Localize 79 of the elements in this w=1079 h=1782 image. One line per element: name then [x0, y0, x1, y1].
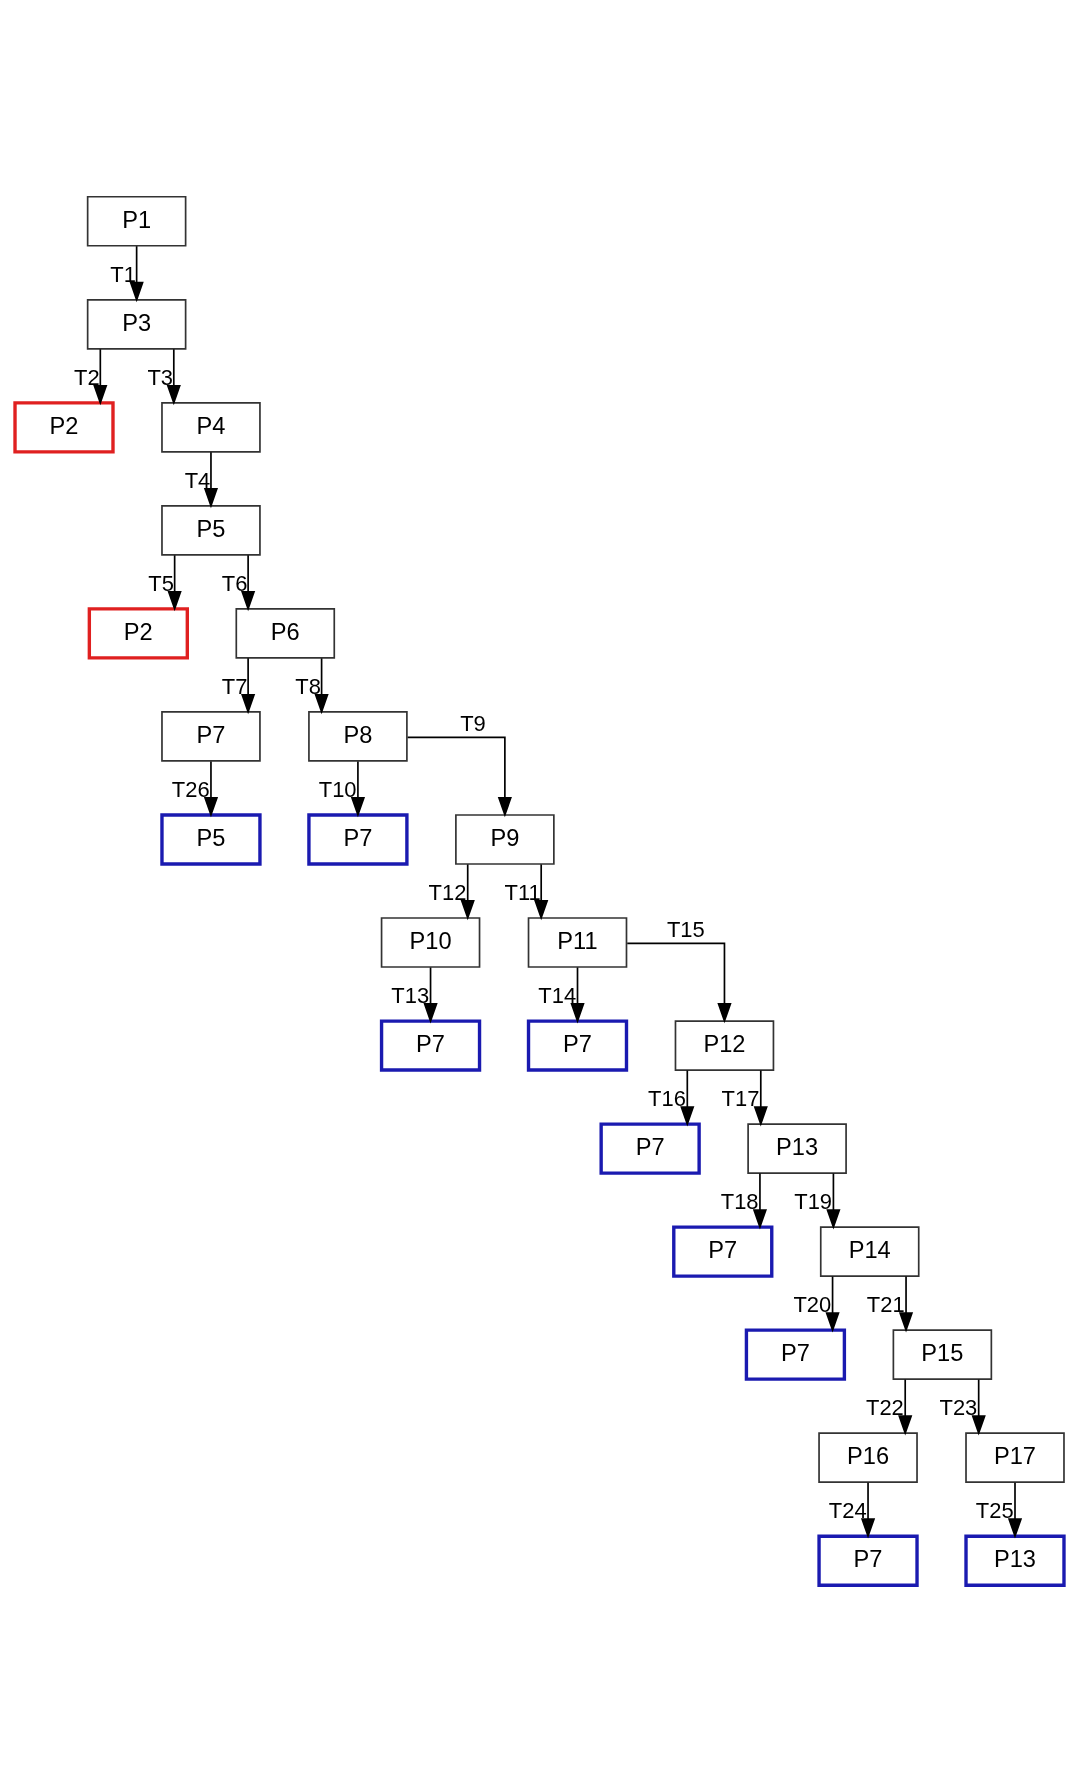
node-box: P7: [817, 1534, 919, 1587]
arrow: [680, 1069, 695, 1127]
edge-label: T21: [866, 1292, 905, 1318]
edge-label: T13: [391, 983, 430, 1009]
node-box: P6: [235, 608, 336, 659]
arrow: [752, 1172, 768, 1230]
arrow: [314, 657, 329, 715]
node-box: P13: [747, 1123, 847, 1174]
node-box: P13: [964, 1534, 1066, 1587]
edge-label: T20: [793, 1292, 832, 1318]
arrow: [753, 1069, 768, 1127]
edge-label: T7: [221, 674, 248, 700]
arrow: [203, 451, 219, 509]
node-box: P4: [161, 402, 261, 453]
edge-label: T3: [147, 365, 174, 391]
arrow: [241, 554, 256, 612]
node-box: P12: [674, 1020, 775, 1071]
node-box: P3: [86, 298, 187, 350]
node-box: P8: [308, 711, 408, 762]
arrow: [129, 245, 144, 303]
edge-label: T24: [828, 1498, 867, 1524]
arrow: [826, 1172, 841, 1230]
arrow: [93, 348, 108, 406]
arrow: [825, 1275, 840, 1333]
node-box: P16: [818, 1432, 918, 1484]
node-box: P7: [526, 1019, 629, 1072]
node-box: P7: [379, 1019, 482, 1072]
arrow: [241, 657, 256, 715]
arrow: [971, 1378, 986, 1436]
node-box: P7: [672, 1225, 774, 1278]
arrow: [460, 863, 475, 921]
arrow: [423, 966, 438, 1024]
edge-label: T23: [939, 1395, 978, 1421]
node-box: P2: [13, 401, 115, 454]
node-box: P11: [527, 917, 628, 968]
edge-label: T17: [721, 1086, 760, 1112]
node-box: P9: [455, 814, 555, 865]
node-box: P7: [744, 1328, 847, 1381]
node-box: P7: [599, 1122, 701, 1175]
edge-label: T19: [794, 1189, 833, 1215]
arrow: [898, 1275, 914, 1333]
edge-label: T16: [648, 1086, 686, 1112]
arrow: [1007, 1481, 1023, 1539]
edge-label: T4: [184, 468, 211, 494]
edge-label: T5: [148, 571, 174, 597]
node-box: P5: [160, 813, 262, 866]
arrow: [626, 942, 732, 1024]
node-box: P17: [965, 1432, 1065, 1484]
edge-label: T2: [74, 365, 100, 391]
edge-label: T25: [975, 1498, 1014, 1524]
arrow: [898, 1378, 913, 1436]
edge-label: T1: [110, 262, 136, 288]
arrow: [166, 348, 181, 406]
arrow: [203, 760, 219, 818]
edge-label: T9: [460, 711, 486, 737]
arrow: [406, 736, 512, 818]
node-box: P2: [87, 607, 189, 660]
arrow: [570, 966, 585, 1024]
edge-label: T12: [428, 880, 467, 906]
node-box: P5: [161, 505, 261, 556]
arrow: [860, 1481, 876, 1539]
node-box: P14: [819, 1226, 920, 1277]
node-box: P10: [380, 917, 481, 968]
edge-label: T10: [318, 777, 357, 803]
edge-label: T15: [666, 917, 705, 943]
node-box: P15: [892, 1329, 993, 1380]
edge-label: T22: [866, 1395, 904, 1421]
node-box: P7: [161, 711, 261, 762]
arrow: [350, 760, 366, 818]
edge-label: T8: [295, 674, 321, 700]
edge-label: T18: [720, 1189, 759, 1215]
edge-label: T6: [221, 571, 248, 597]
arrow: [534, 863, 549, 921]
node-box: P7: [307, 813, 409, 866]
arrow: [167, 554, 182, 612]
node-box: P1: [86, 195, 187, 247]
edge-label: T14: [538, 983, 577, 1009]
edge-label: T11: [504, 880, 541, 906]
edge-label: T26: [171, 777, 210, 803]
